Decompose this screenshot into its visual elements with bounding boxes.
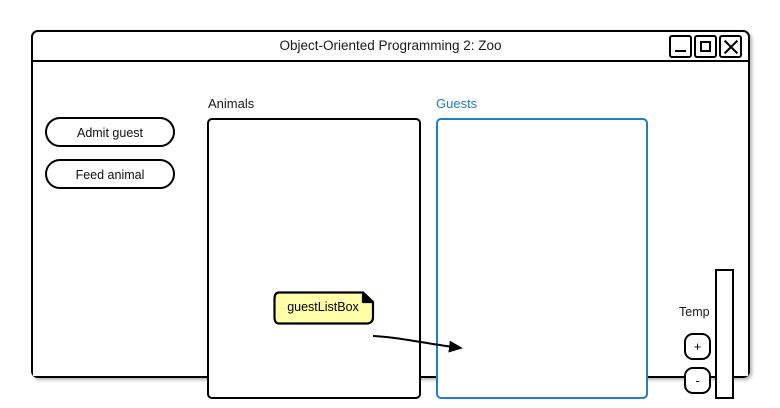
callout-note-guestlistbox: guestListBox — [273, 291, 375, 325]
close-icon — [721, 37, 740, 56]
maximize-button[interactable] — [694, 35, 717, 58]
temp-increase-button[interactable]: + — [684, 333, 711, 360]
minimize-icon — [675, 49, 686, 52]
close-button[interactable] — [719, 35, 742, 58]
page-title: Object-Oriented Programming 2: Zoo — [279, 38, 502, 53]
client-area: Admit guest Feed animal Animals Guests T… — [33, 62, 748, 399]
temp-decrease-button[interactable]: - — [684, 367, 711, 394]
guests-list-box[interactable] — [436, 118, 648, 399]
window-controls — [669, 35, 742, 58]
admit-guest-button[interactable]: Admit guest — [45, 117, 175, 147]
temp-label: Temp — [679, 305, 710, 319]
animals-list-box[interactable] — [207, 118, 421, 399]
note-shape-icon — [273, 291, 375, 325]
feed-animal-button[interactable]: Feed animal — [45, 159, 175, 189]
maximize-icon — [700, 41, 711, 52]
animals-list-label: Animals — [208, 96, 255, 111]
guests-list-label: Guests — [436, 96, 478, 111]
title-bar: Object-Oriented Programming 2: Zoo — [33, 32, 748, 62]
temperature-gauge — [715, 269, 734, 399]
application-window: Object-Oriented Programming 2: Zoo Admit… — [31, 30, 750, 399]
minimize-button[interactable] — [669, 35, 692, 58]
